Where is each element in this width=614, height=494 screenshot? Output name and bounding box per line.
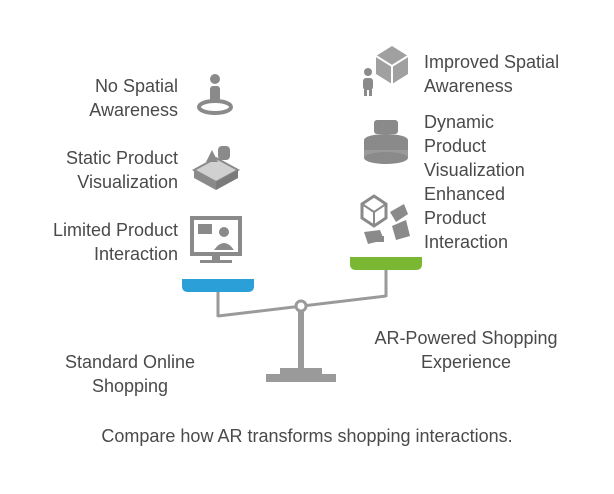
label-improved-spatial-awareness: Improved Spatial Awareness (424, 52, 560, 96)
left-pan (182, 279, 254, 292)
layered-platform-icon (364, 120, 408, 164)
label-enhanced-product-interaction: Enhanced Product Interaction (424, 184, 509, 252)
person-on-pin-icon (197, 74, 233, 115)
label-limited-product-interaction: Limited Product Interaction (52, 220, 178, 264)
person-with-ar-cube-icon (363, 46, 409, 96)
scale-base (266, 374, 336, 382)
ar-cube-hand-icon (360, 194, 410, 244)
monitor-person-icon (190, 216, 242, 263)
label-static-product-visualization: Static Product Visualization (65, 148, 178, 192)
label-dynamic-product-visualization: Dynamic Product Visualization (424, 112, 525, 180)
caption: Compare how AR transforms shopping inter… (101, 426, 513, 446)
scale-pivot (294, 299, 308, 313)
scale-post (298, 306, 304, 370)
label-no-spatial-awareness: No Spatial Awareness (89, 76, 178, 120)
right-pan (350, 257, 422, 270)
title-ar-powered-shopping: AR-Powered Shopping Experience (374, 328, 558, 372)
title-standard-online-shopping: Standard Online Shopping (64, 352, 196, 396)
static-box-icon (191, 146, 241, 190)
scale-base-top (280, 368, 322, 374)
